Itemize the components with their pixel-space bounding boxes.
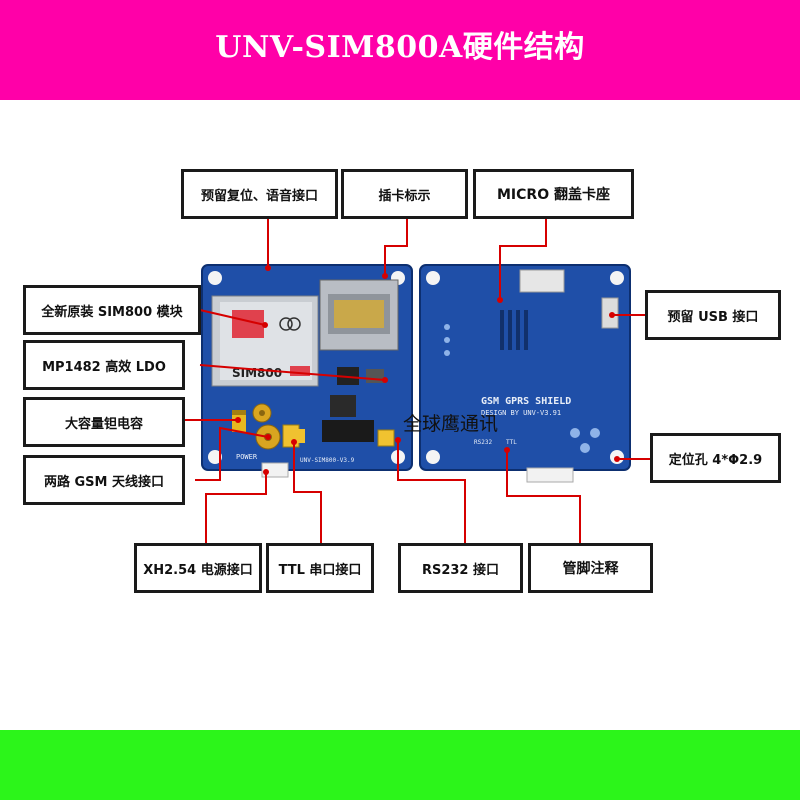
label-ldo: MP1482 高效 LDO [23, 340, 185, 390]
rs232-silk: RS232 [474, 439, 492, 446]
sim800-module: SIM800 [211, 295, 319, 387]
label-sim800-module: 全新原装 SIM800 模块 [23, 285, 201, 335]
label-ttl-port: TTL 串口接口 [266, 543, 374, 593]
label-tantalum-cap: 大容量钽电容 [23, 397, 185, 447]
label-gsm-antenna: 两路 GSM 天线接口 [23, 455, 185, 505]
pointer-dots [235, 265, 620, 475]
watermark: 全球鹰通讯 [403, 413, 499, 435]
footer-bar [0, 730, 800, 800]
rs232-header [377, 429, 395, 447]
label-mount-holes: 定位孔 4*Φ2.9 [650, 433, 781, 483]
back-board-title: GSM GPRS SHIELD [481, 396, 571, 407]
label-rs232-port: RS232 接口 [398, 543, 523, 593]
label-micro-slot: MICRO 翻盖卡座 [473, 169, 634, 219]
back-board: GSM GPRS SHIELD DESIGN BY UNV-V3.91 RS23… [419, 264, 631, 483]
sim-card-slot [319, 279, 399, 351]
ttl-header [282, 424, 300, 448]
power-silk: POWER [236, 453, 258, 461]
label-reset-voice: 预留复位、语音接口 [181, 169, 338, 219]
title-banner [0, 0, 800, 100]
label-power-connector: XH2.54 电源接口 [134, 543, 262, 593]
mount-hole-icon [208, 271, 222, 285]
ttl-silk: TTL [506, 439, 517, 446]
label-pin-notes: 管脚注释 [528, 543, 653, 593]
front-silk-version: UNV-SIM800-V3.9 [300, 457, 355, 464]
page-title: UNV-SIM800A硬件结构 [215, 30, 585, 65]
back-board-design: DESIGN BY UNV-V3.91 [481, 409, 561, 417]
front-board: SIM800 POWER UNV-SIM800-V3.9 [201, 264, 413, 478]
mount-hole-icon [208, 450, 222, 464]
label-card-mark: 插卡标示 [341, 169, 468, 219]
label-usb-port: 预留 USB 接口 [645, 290, 781, 340]
pointer-lines [185, 216, 650, 543]
